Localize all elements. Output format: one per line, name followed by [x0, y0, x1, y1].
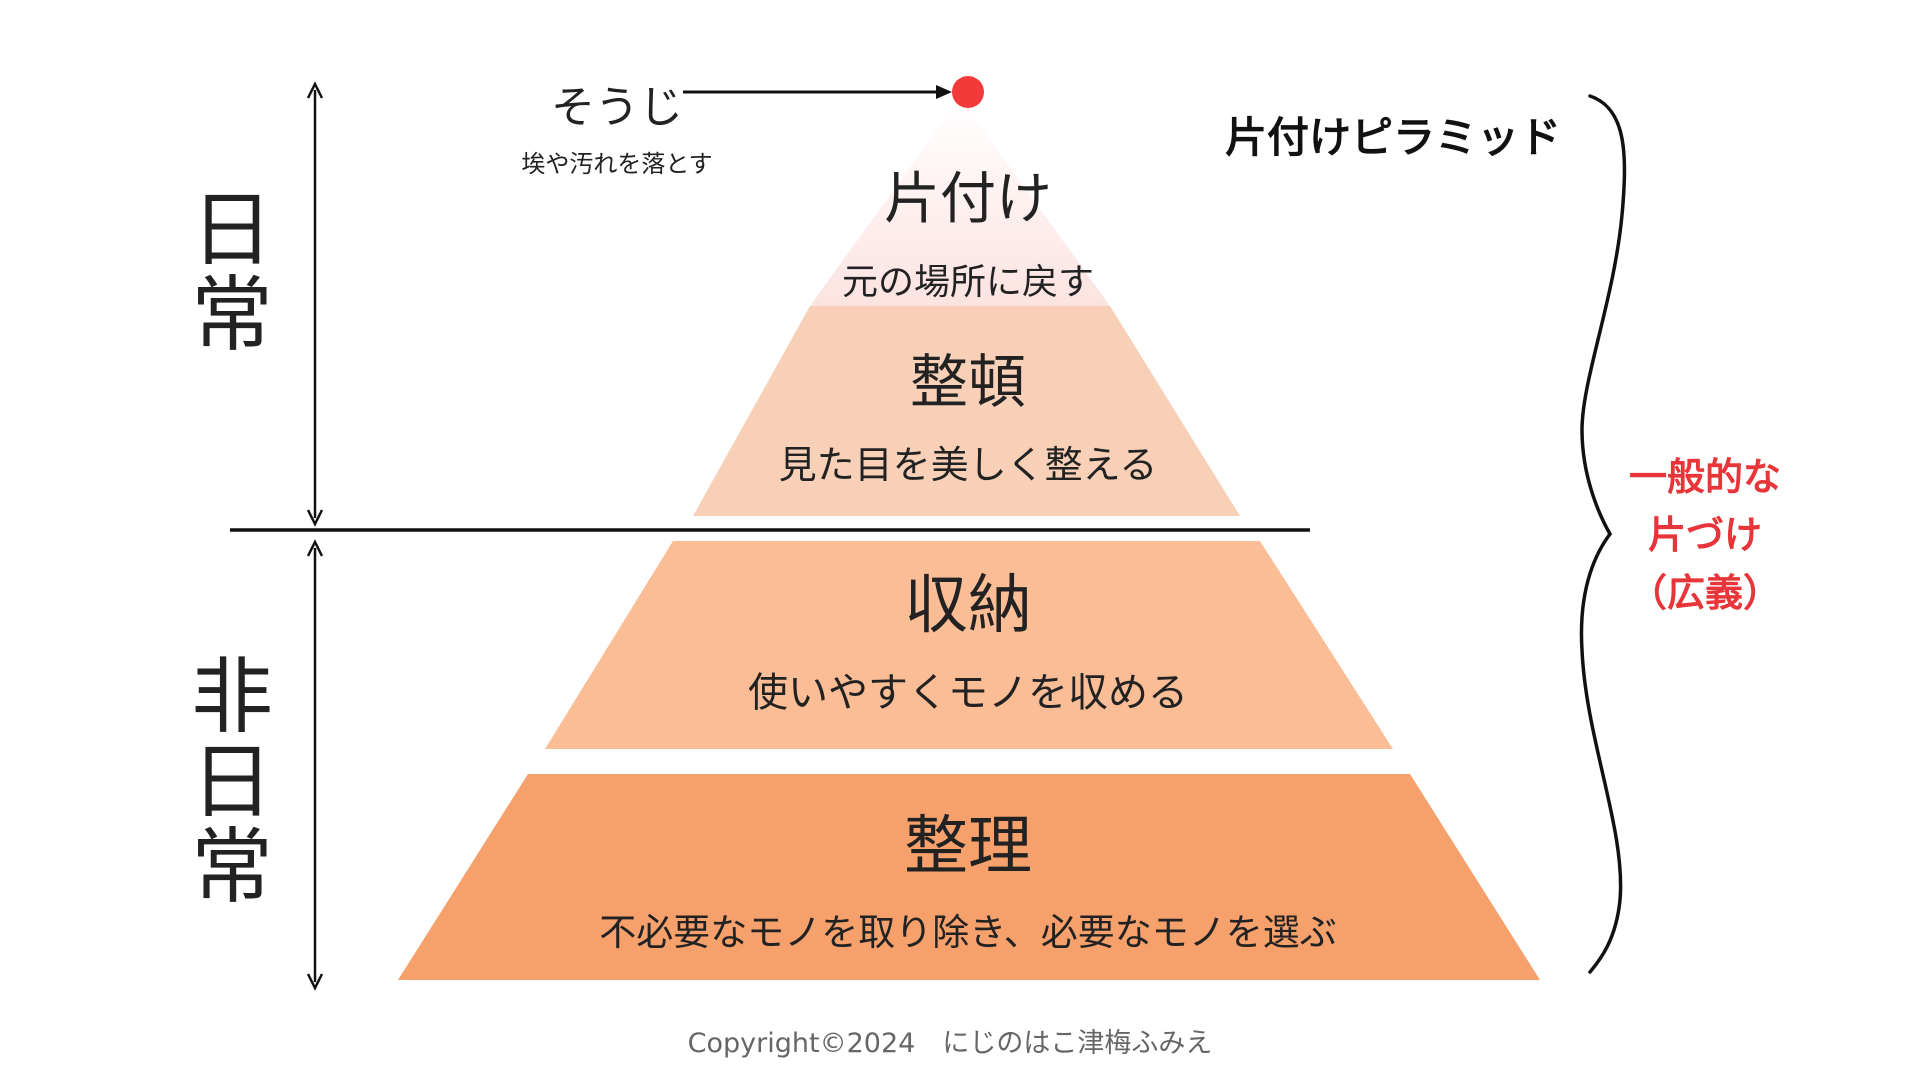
layer-third-shape	[545, 541, 1393, 749]
level-third-title: 収納	[904, 569, 1032, 643]
broad-label-line1: 一般的な	[1629, 455, 1781, 499]
nondaily-char-2: 日	[191, 735, 273, 830]
layer-second-shape	[693, 306, 1240, 516]
layer-top-shape	[810, 98, 1110, 306]
nondaily-arrow-up	[306, 539, 324, 557]
layer-bottom-shape	[398, 774, 1540, 980]
copyright: Copyright©2024 にじのはこ津梅ふみえ	[688, 1028, 1213, 1059]
daily-char-2: 常	[191, 268, 273, 363]
daily-arrow-down	[306, 509, 324, 527]
peak-arrow-head	[936, 85, 952, 99]
level-second-title: 整頓	[910, 348, 1026, 416]
level-second-desc: 見た目を美しく整える	[779, 443, 1158, 487]
level-bottom-title: 整理	[904, 810, 1032, 884]
level-third-desc: 使いやすくモノを収める	[748, 670, 1188, 716]
broad-label-line3: （広義）	[1629, 571, 1781, 615]
pyramid-title: 片付けピラミッド	[1225, 113, 1561, 162]
daily-arrow-up	[306, 81, 324, 99]
level-top-title: 片付け	[884, 167, 1052, 232]
nondaily-arrow-down	[306, 973, 324, 991]
level-bottom-desc: 不必要なモノを取り除き、必要なモノを選ぶ	[599, 911, 1336, 954]
broad-label-line2: 片づけ	[1648, 513, 1762, 557]
daily-char-1: 日	[191, 183, 273, 278]
peak-label: そうじ	[551, 82, 683, 133]
peak-sub: 埃や汚れを落とす	[521, 150, 712, 178]
broad-brace	[1579, 94, 1627, 974]
level-top-desc: 元の場所に戻す	[842, 262, 1094, 303]
peak-dot	[952, 76, 984, 108]
nondaily-char-3: 常	[191, 820, 273, 915]
nondaily-char-1: 非	[191, 650, 273, 745]
